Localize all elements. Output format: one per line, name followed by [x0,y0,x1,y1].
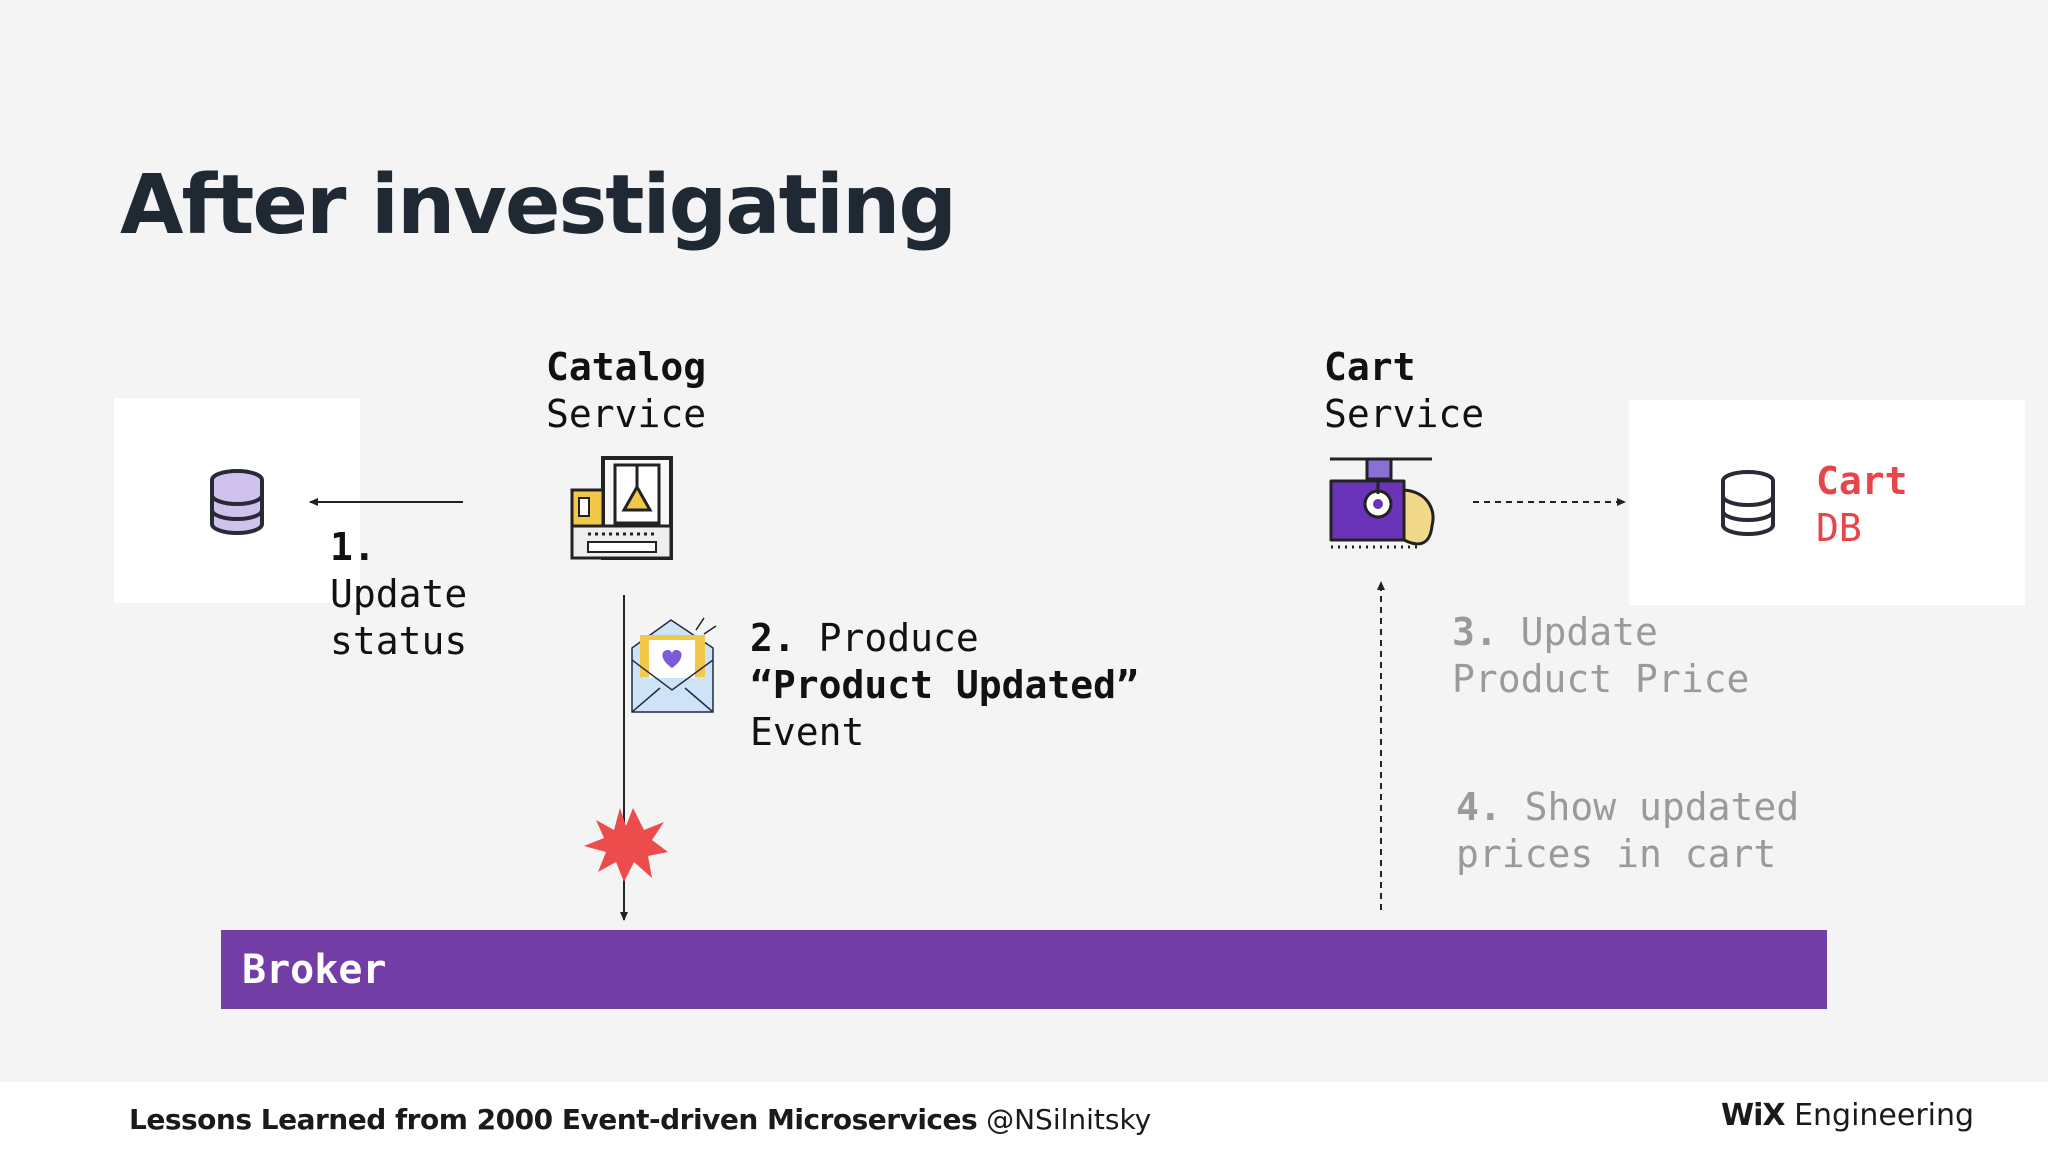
catalog-service-label: Catalog Service [546,344,706,438]
database-icon [1721,470,1775,536]
cart-db-label-line2: DB [1816,506,1862,550]
logo-suffix: Engineering [1794,1098,1975,1133]
step-3-number: 3. [1452,610,1498,654]
slide-title: After investigating [120,158,957,253]
catalog-service-name: Catalog [546,345,707,389]
envelope-heart-icon [631,617,717,713]
talk-title: Lessons Learned from 2000 Event-driven M… [129,1103,978,1136]
printer-machine-icon [570,456,673,560]
speaker-handle: @NSilnitsky [986,1103,1152,1136]
cart-service-role: Service [1324,392,1485,436]
footer-talk: Lessons Learned from 2000 Event-driven M… [129,1103,1151,1136]
cart-service-label: Cart Service [1324,344,1484,438]
step-4-first: Show updated [1524,785,1800,829]
cart-db-box [1629,400,2025,605]
catalog-service-role: Service [546,392,707,436]
step-4: 4. Show updated prices in cart [1456,784,1799,878]
step-4-line1: prices in cart [1456,832,1777,876]
step-2-first: Produce [818,616,979,660]
cart-db-label-line1: Cart [1816,459,1908,503]
step-1-line2: status [330,619,468,663]
step-2: 2. Produce “Product Updated” Event [750,615,1139,756]
step-3-line1: Product Price [1452,657,1750,701]
broker-label: Broker [242,947,387,993]
broker-bar [221,930,1827,1009]
logo-wordmark: WiX [1721,1098,1786,1133]
cart-service-name: Cart [1324,345,1416,389]
step-2-line2: Event [750,710,865,754]
step-1-line1: Update [330,572,468,616]
cart-db-label: Cart DB [1816,458,1908,552]
database-icon [210,469,264,535]
step-1: 1. Update status [330,524,467,665]
wix-engineering-logo: WiX Engineering [1721,1098,1974,1133]
step-3-first: Update [1520,610,1658,654]
camera-machine-icon [1329,457,1435,549]
footer [0,1082,2048,1152]
step-2-line1: “Product Updated” [750,663,1139,707]
step-3: 3. Update Product Price [1452,609,1749,703]
explosion-icon [584,808,668,882]
step-4-number: 4. [1456,785,1502,829]
step-1-number: 1. [330,525,376,569]
step-2-number: 2. [750,616,796,660]
